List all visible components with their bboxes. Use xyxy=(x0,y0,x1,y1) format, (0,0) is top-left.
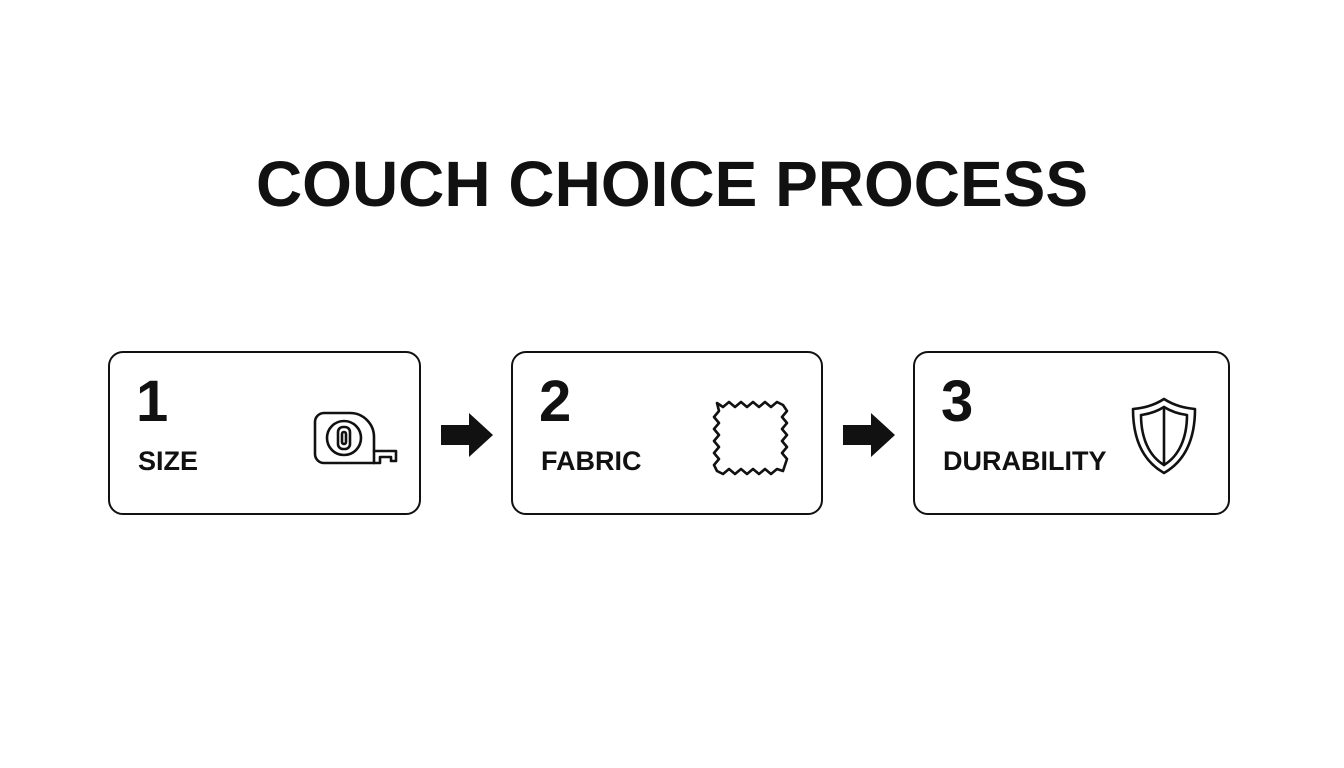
step-card-size: 1 SIZE xyxy=(108,351,421,515)
fabric-swatch-icon xyxy=(712,400,789,476)
step-number: 3 xyxy=(941,369,974,434)
step-card-durability: 3 DURABILITY xyxy=(913,351,1230,515)
step-label: SIZE xyxy=(138,446,199,476)
tape-measure-icon xyxy=(313,411,398,465)
step-label: DURABILITY xyxy=(943,446,1107,476)
page-title: COUCH CHOICE PROCESS xyxy=(255,148,1089,220)
step-number: 1 xyxy=(136,369,169,434)
step-number: 2 xyxy=(539,369,572,434)
shield-icon xyxy=(1131,397,1197,475)
arrow-right-icon xyxy=(441,413,493,457)
step-card-fabric: 2 FABRIC xyxy=(511,351,823,515)
arrow-right-icon xyxy=(843,413,895,457)
step-label: FABRIC xyxy=(541,446,642,476)
